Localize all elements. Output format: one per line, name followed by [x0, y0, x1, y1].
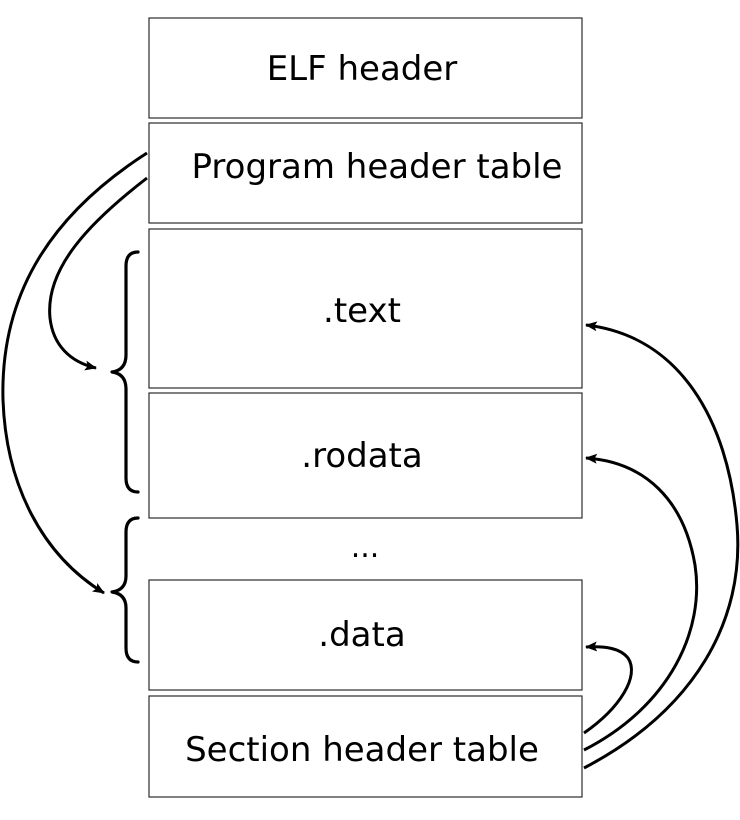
arrow-section-header-to-rodata — [583, 453, 699, 752]
arrow-section-header-to-text — [583, 321, 740, 770]
box-rodata-section: .rodata — [148, 392, 583, 519]
ellipsis-label: ... — [351, 530, 380, 565]
label-section-header-table: Section header table — [185, 730, 539, 770]
label-program-header-table: Program header table — [192, 147, 563, 187]
arrow-program-header-to-segment-2 — [1, 151, 148, 595]
box-program-header-table: Program header table — [148, 122, 583, 224]
label-rodata-section: .rodata — [301, 436, 422, 476]
label-text-section: .text — [323, 291, 401, 331]
box-section-header-table: Section header table — [148, 695, 583, 798]
label-data-section: .data — [318, 615, 405, 655]
arrow-section-header-to-data — [583, 641, 633, 735]
brace-segment-1 — [110, 250, 140, 494]
label-elf-header: ELF header — [267, 49, 458, 89]
brace-segment-2 — [110, 516, 140, 664]
box-elf-header: ELF header — [148, 17, 583, 119]
box-data-section: .data — [148, 579, 583, 691]
box-text-section: .text — [148, 228, 583, 389]
arrow-program-header-to-segment-1 — [48, 176, 148, 371]
